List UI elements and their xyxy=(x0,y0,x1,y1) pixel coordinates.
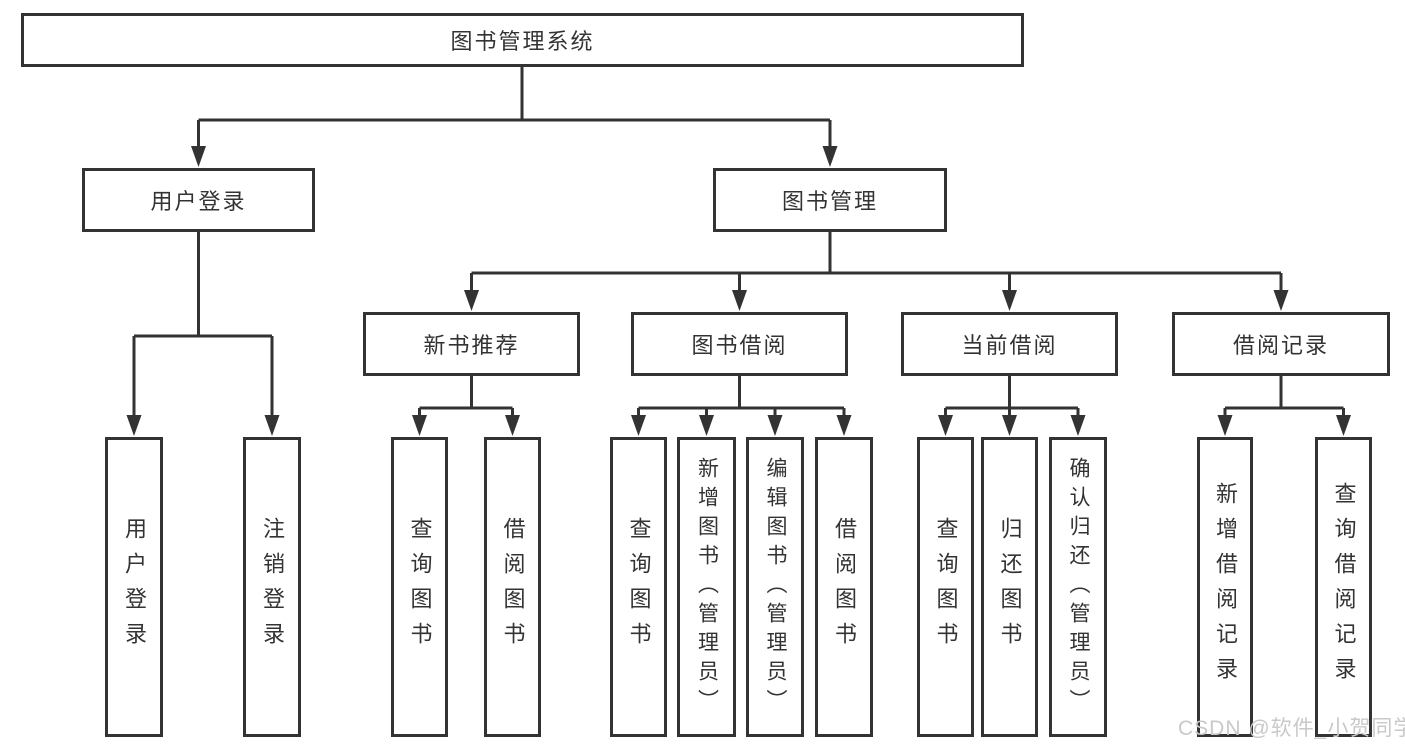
leaf-label: 查询图书 xyxy=(626,517,652,657)
node-current-borrowing: 当前借阅 xyxy=(901,312,1118,376)
arrowhead-cb-leaf3 xyxy=(1070,415,1086,436)
leaf-logout: 注销登录 xyxy=(243,437,301,737)
leaf-bb-add-books-admin: 新增图书（管理员） xyxy=(677,437,736,737)
node-label: 借阅记录 xyxy=(1232,333,1329,358)
arrowhead-nb-leaf1 xyxy=(412,415,427,436)
leaf-label: 查询图书 xyxy=(933,517,959,657)
leaf-bb-query-books: 查询图书 xyxy=(610,437,667,737)
leaf-br-query-record: 查询借阅记录 xyxy=(1315,437,1372,737)
leaf-cb-query-books: 查询图书 xyxy=(917,437,974,737)
leaf-label: 查询借阅记录 xyxy=(1331,482,1357,692)
node-borrow-records: 借阅记录 xyxy=(1172,312,1390,376)
leaf-bb-borrow-books: 借阅图书 xyxy=(815,437,873,737)
leaf-br-add-record: 新增借阅记录 xyxy=(1197,437,1253,737)
node-book-management: 图书管理 xyxy=(713,168,947,232)
arrowhead-current-borrow xyxy=(1002,290,1017,311)
node-book-borrowing: 图书借阅 xyxy=(631,312,848,376)
leaf-label: 注销登录 xyxy=(260,517,285,657)
arrowhead-book-borrow xyxy=(732,290,747,311)
arrowhead-nb-leaf2 xyxy=(505,415,520,436)
arrowhead-login-leaf1 xyxy=(126,415,142,436)
csdn-watermark: CSDN @软件_小贺同学 xyxy=(1178,717,1405,740)
arrowhead-cb-leaf1 xyxy=(938,415,953,436)
node-label: 图书借阅 xyxy=(691,333,788,358)
leaf-cb-confirm-return-admin: 确认归还（管理员） xyxy=(1049,437,1107,737)
arrowhead-borrow-records xyxy=(1273,290,1289,311)
arrowhead-bb-leaf1 xyxy=(631,415,646,436)
arrowhead-br-leaf1 xyxy=(1217,415,1233,436)
leaf-label: 借阅图书 xyxy=(832,517,857,657)
leaf-label: 归还图书 xyxy=(997,517,1023,657)
arrowhead-bb-leaf4 xyxy=(836,415,852,436)
node-user-login-module: 用户登录 xyxy=(82,168,315,232)
leaf-label: 新增借阅记录 xyxy=(1213,482,1238,692)
node-new-book-recommend: 新书推荐 xyxy=(363,312,580,376)
arrowhead-bb-leaf2 xyxy=(699,415,714,436)
leaf-bb-edit-books-admin: 编辑图书（管理员） xyxy=(746,437,804,737)
leaf-label: 用户登录 xyxy=(122,517,147,657)
arrowhead-new-book xyxy=(464,290,479,311)
arrowhead-cb-leaf2 xyxy=(1002,415,1017,436)
node-label: 图书管理 xyxy=(781,189,878,214)
node-label: 用户登录 xyxy=(150,189,247,214)
leaf-user-login: 用户登录 xyxy=(105,437,163,737)
leaf-label: 借阅图书 xyxy=(500,517,526,657)
node-label: 图书管理系统 xyxy=(450,29,595,54)
node-label: 当前借阅 xyxy=(961,333,1058,358)
leaf-label: 查询图书 xyxy=(407,517,433,657)
arrowhead-login-leaf2 xyxy=(264,415,280,436)
leaf-nb-query-books: 查询图书 xyxy=(391,437,448,737)
leaf-cb-return-books: 归还图书 xyxy=(981,437,1038,737)
leaf-label: 编辑图书（管理员） xyxy=(764,456,787,718)
leaf-nb-borrow-books: 借阅图书 xyxy=(484,437,541,737)
node-library-management-system: 图书管理系统 xyxy=(21,13,1024,67)
arrowhead-mgmt xyxy=(822,146,838,167)
arrowhead-bb-leaf3 xyxy=(767,415,783,436)
leaf-label: 确认归还（管理员） xyxy=(1067,456,1090,718)
arrowhead-login xyxy=(191,146,206,167)
leaf-label: 新增图书（管理员） xyxy=(695,456,719,718)
arrowhead-br-leaf2 xyxy=(1336,415,1351,436)
node-label: 新书推荐 xyxy=(423,333,520,358)
